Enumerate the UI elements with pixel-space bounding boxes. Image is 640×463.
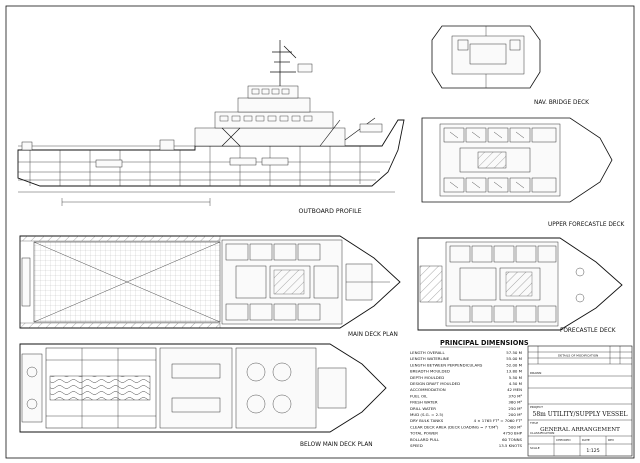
dimension-label: TOTAL POWER	[409, 431, 438, 436]
vessel-name: 58m UTILITY/SUPPLY VESSEL	[533, 411, 628, 418]
dimension-label: BREADTH MOULDED	[410, 369, 450, 374]
dry-bulk-tanks	[246, 362, 292, 414]
sheet-border	[5, 5, 635, 459]
below-main-deck-plan-view: BELOW MAIN DECK PLAN	[19, 343, 387, 448]
title-row-label: TITLE	[529, 421, 538, 425]
rev-header-label: DETAILS OF MODIFICATION	[558, 354, 598, 358]
project-row-label: PROJECT	[530, 405, 543, 409]
drawing-title: GENERAL ARRANGEMENT	[540, 427, 620, 433]
rev-label: REV	[608, 438, 615, 442]
profile-tags	[95, 157, 289, 168]
dimension-value: 52.00 M	[506, 362, 522, 367]
principal-dimensions-table: PRINCIPAL DIMENSIONS LENGTH OVERALL 57.50…	[409, 339, 529, 448]
dimension-value: 57.50 M	[506, 350, 522, 355]
dimension-label: CLEAR DECK AREA (DECK LOADING = 7 T/M²)	[410, 424, 499, 429]
dimension-label: MUD (S.G. = 2.5)	[410, 412, 444, 417]
dimension-value: 4.50 M	[509, 381, 522, 386]
scale-label: SCALE	[530, 446, 540, 450]
dimension-label: DRILL WATER	[410, 406, 436, 411]
dimension-label: BOLLARD PULL	[410, 437, 440, 442]
dimension-value: 13.80 M	[506, 369, 522, 374]
upper-forecastle-deck-title: UPPER FORECASTLE DECK	[548, 222, 624, 228]
main-deck-plan-title: MAIN DECK PLAN	[348, 332, 398, 338]
nav-bridge-deck-view: NAV. BRIDGE DECK	[431, 25, 589, 106]
outboard-profile-view: OUTBOARD PROFILE	[17, 40, 405, 215]
date-label: DATE	[582, 438, 590, 442]
dimension-label: LENGTH WATERLINE	[410, 356, 450, 361]
dimension-value: 4750 BHP	[503, 431, 523, 436]
title-block: DETAILS OF MODIFICATION DRAWN PROJECT TI…	[527, 345, 633, 457]
dimension-value: 380 M³	[508, 400, 522, 405]
principal-dimensions-title: PRINCIPAL DIMENSIONS	[440, 339, 529, 347]
classification-row-label: CLASSIFICATION	[530, 431, 554, 435]
drawn-row-label: DRAWN	[530, 371, 541, 375]
upper-forecastle-deck-view: UPPER FORECASTLE DECK	[421, 117, 624, 228]
forecastle-deck-title: FORECASTLE DECK	[560, 328, 616, 334]
dimension-value: 500 M²	[508, 424, 522, 429]
dimension-label: DESIGN DRAFT MOULDED	[410, 381, 460, 386]
checked-label: CHECKED	[556, 438, 571, 442]
dimension-value: 55.00 M	[506, 356, 522, 361]
dimension-label: SPEED	[410, 443, 423, 448]
dimension-label: LENGTH OVERALL	[410, 350, 445, 355]
dimension-label: DRY BULK TANKS	[410, 418, 444, 423]
outboard-profile-title: OUTBOARD PROFILE	[299, 208, 362, 215]
dimension-label: ACCOMMODATION	[410, 387, 446, 392]
nav-bridge-deck-title: NAV. BRIDGE DECK	[534, 100, 589, 106]
below-main-deck-plan-title: BELOW MAIN DECK PLAN	[300, 442, 373, 448]
dimension-value: 370 M³	[508, 393, 522, 398]
dimension-value: 42 MEN	[507, 387, 522, 392]
dimension-value: 200 M³	[508, 412, 522, 417]
dimension-label: LENGTH BETWEEN PERPENDICULARS	[410, 362, 483, 367]
dimension-label: DEPTH MOULDED	[410, 375, 444, 380]
dimension-value: 5.50 M	[509, 375, 522, 380]
mast	[270, 40, 313, 86]
dimension-label: FUEL OIL	[410, 393, 428, 398]
forecastle-deck-view: FORECASTLE DECK	[417, 237, 623, 334]
scale-value: 1:125	[586, 448, 599, 454]
dimension-value: 60 TONNS	[502, 437, 522, 442]
dimension-value: 4 × 1765 FT³ = 7060 FT³	[474, 418, 523, 423]
dimension-value: 13.5 KNOTS	[499, 443, 523, 448]
main-deck-plan-view: MAIN DECK PLAN	[19, 235, 401, 338]
profile-frame-ticks	[29, 146, 361, 186]
dimension-value: 250 M³	[508, 406, 522, 411]
dimension-label: FRESH WATER	[410, 400, 438, 405]
